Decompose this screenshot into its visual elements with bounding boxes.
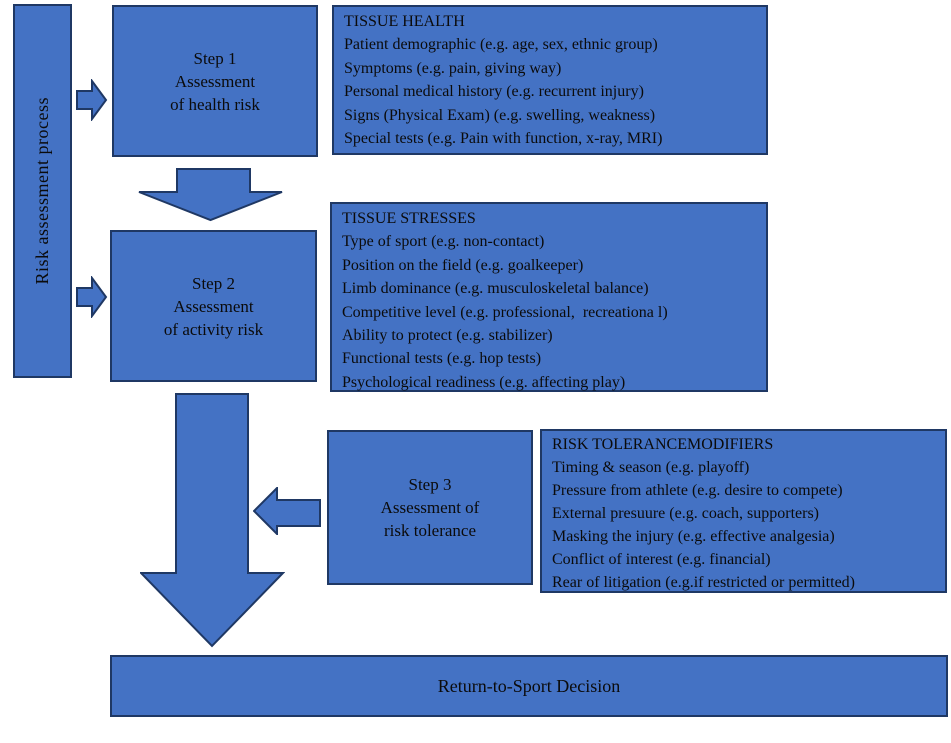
risk-tolerance-title: RISK TOLERANCEMODIFIERS [552,436,774,453]
risk-tolerance-item: Masking the injury (e.g. effective analg… [552,528,835,545]
tissue-stresses-item: Functional tests (e.g. hop tests) [342,350,542,368]
process-label: Risk assessment process [32,97,52,285]
step3-title: Step 3 [408,475,452,494]
arrow-step1-to-step2-icon [138,168,283,222]
tissue-stresses-item: Psychological readiness (e.g. affecting … [342,373,626,391]
step2-line2: Assessment [173,296,254,316]
tissue-health-title: TISSUE HEALTH [344,13,465,30]
risk-tolerance-item: Pressure from athlete (e.g. desire to co… [552,482,843,499]
risk-tolerance-item: Conflict of interest (e.g. financial) [552,551,771,568]
decision-label: Return-to-Sport Decision [437,675,621,696]
step1-line3: of health risk [170,94,260,114]
step1-box: Step 1 Assessment of health risk [112,5,318,157]
tissue-health-item: Symptoms (e.g. pain, giving way) [344,59,562,77]
tissue-health-item: Personal medical history (e.g. recurrent… [344,83,644,101]
tissue-stresses-box: TISSUE STRESSES Type of sport (e.g. non-… [330,202,768,392]
tissue-health-box: TISSUE HEALTH Patient demographic (e.g. … [332,5,768,155]
tissue-stresses-item: Limb dominance (e.g. musculoskeletal bal… [342,280,649,298]
risk-tolerance-modifiers-box: RISK TOLERANCEMODIFIERS Timing & season … [540,429,947,593]
tissue-stresses-title: TISSUE STRESSES [342,210,476,227]
tissue-health-item: Patient demographic (e.g. age, sex, ethn… [344,36,658,54]
step2-box: Step 2 Assessment of activity risk [110,230,317,382]
step1-title: Step 1 [193,48,237,68]
tissue-stresses-item: Competitive level (e.g. professional, re… [342,303,668,321]
risk-tolerance-item: Timing & season (e.g. playoff) [552,459,750,476]
arrow-bar-to-step1-icon [76,79,108,121]
tissue-stresses-item: Type of sport (e.g. non-contact) [342,233,545,251]
step2-title: Step 2 [192,273,235,293]
step3-box: Step 3 Assessment of risk tolerance [327,430,533,585]
tissue-health-item: Signs (Physical Exam) (e.g. swelling, we… [344,106,656,124]
process-label-bar: Risk assessment process [13,4,72,378]
arrow-step3-to-flow-icon [253,487,321,535]
decision-box: Return-to-Sport Decision [110,655,948,717]
step3-line2: Assessment of [380,498,480,517]
tissue-stresses-item: Position on the field (e.g. goalkeeper) [342,256,584,274]
arrow-bar-to-step2-icon [76,276,108,318]
tissue-health-item: Special tests (e.g. Pain with function, … [344,130,663,148]
tissue-stresses-item: Ability to protect (e.g. stabilizer) [342,327,553,345]
step1-line2: Assessment [174,71,256,91]
risk-tolerance-item: External presuure (e.g. coach, supporter… [552,505,819,522]
arrow-step2-to-decision-icon [140,393,285,648]
step3-line3: risk tolerance [383,521,477,540]
step2-line3: of activity risk [163,319,264,339]
risk-tolerance-item: Rear of litigation (e.g.if restricted or… [552,574,855,591]
